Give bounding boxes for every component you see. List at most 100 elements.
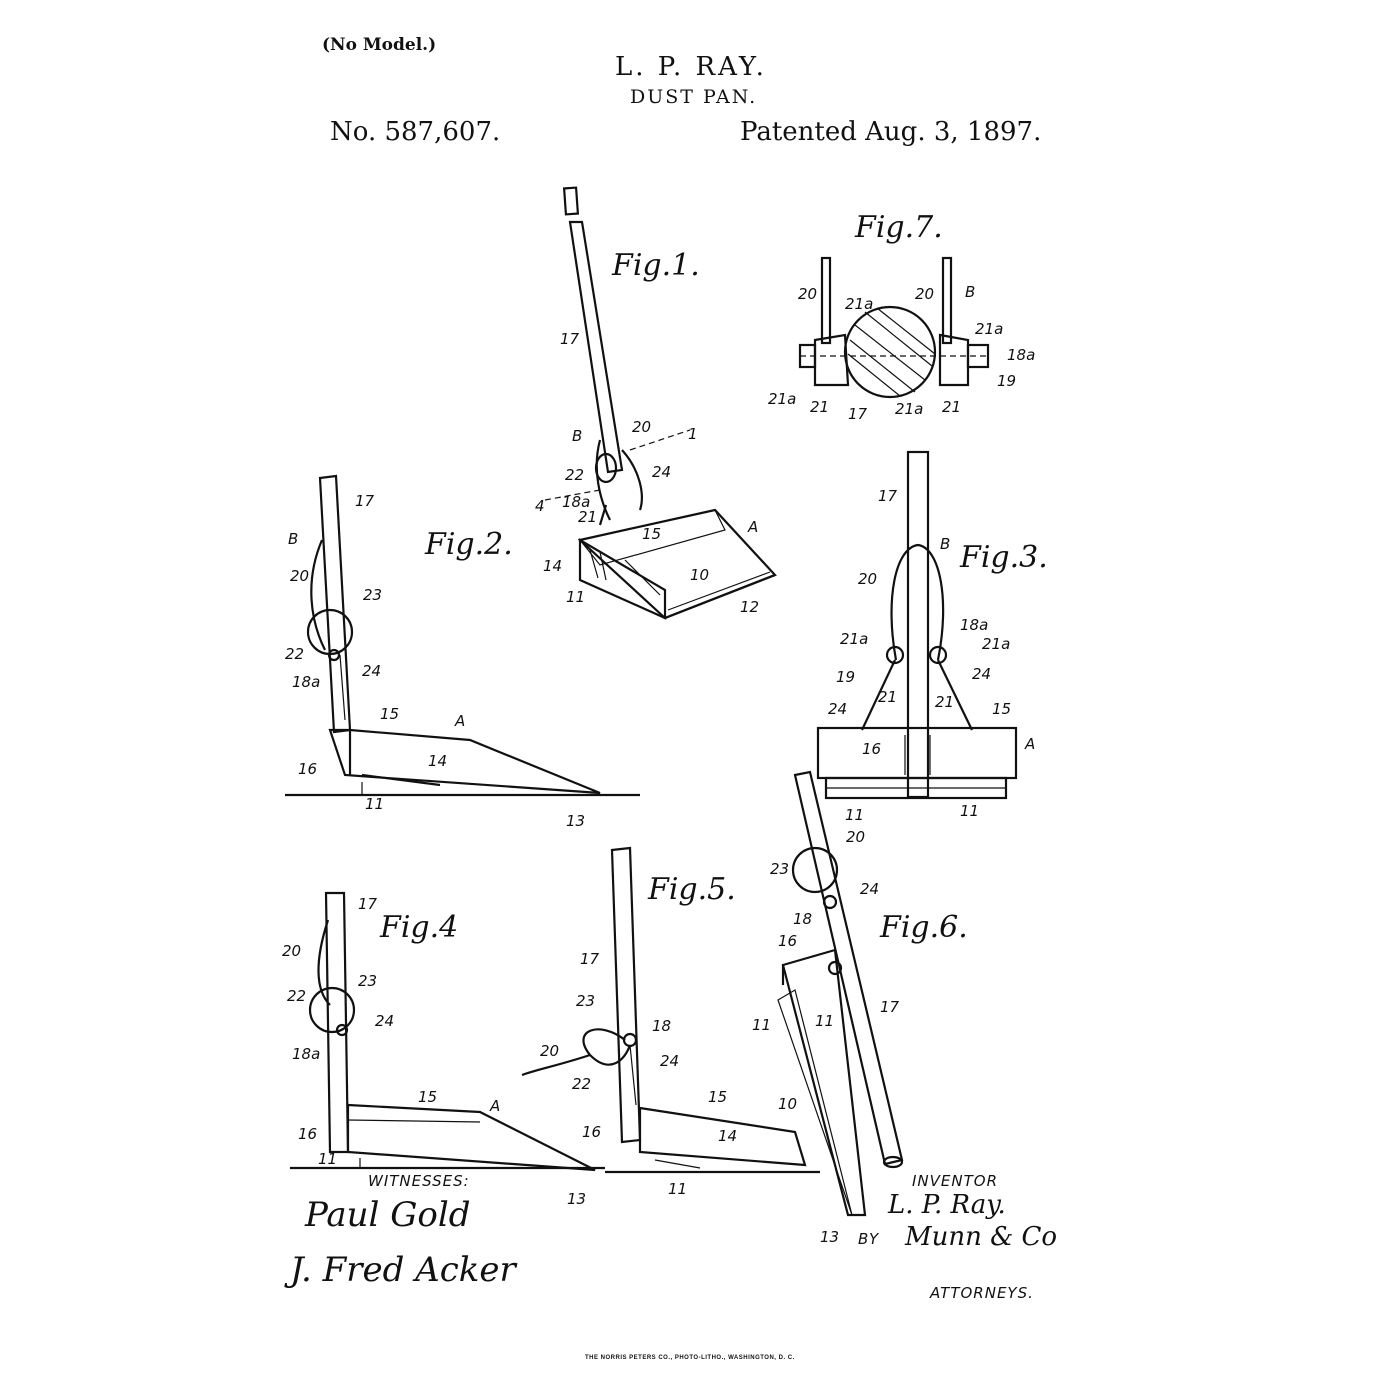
fig4-ref: 23: [358, 972, 378, 990]
fig4-ref: 11: [318, 1150, 338, 1168]
fig6-label: Fig.6.: [880, 910, 968, 945]
fig4-drawing: [290, 891, 605, 1172]
fig6-ref: 18: [793, 910, 813, 928]
fig6-ref: 13: [820, 1228, 840, 1246]
fig5-ref: 22: [572, 1075, 592, 1093]
fig2-ref: 11: [365, 795, 385, 813]
fig4-ref: 15: [418, 1088, 438, 1106]
fig4-ref: 20: [282, 942, 302, 960]
fig6-ref: 20: [846, 828, 866, 846]
fig3-ref: 21: [935, 693, 955, 711]
fig6-drawing: [777, 770, 904, 1217]
fig6-ref: 11: [752, 1016, 772, 1034]
fig7-ref: 19: [997, 372, 1017, 390]
fig4-ref: 18a: [292, 1045, 321, 1063]
fig5-ref: 16: [582, 1123, 602, 1141]
fig3-ref: 16: [862, 740, 882, 758]
fig1-ref: 14: [543, 557, 563, 575]
fig1-ref: A: [748, 518, 759, 536]
fig1-ref: 20: [632, 418, 652, 436]
fig3-ref: 11: [845, 806, 865, 824]
fig7-ref: 21a: [768, 390, 797, 408]
witnesses-label: WITNESSES:: [368, 1172, 470, 1190]
fig5-ref: 24: [660, 1052, 680, 1070]
fig1-ref: 4: [535, 497, 545, 515]
fig2-ref: 17: [355, 492, 375, 510]
model-note: (No Model.): [322, 35, 437, 55]
fig6-ref: 16: [778, 932, 798, 950]
fig7-ref: 20: [798, 285, 818, 303]
invention-title: DUST PAN.: [630, 86, 758, 108]
fig3-ref: 21a: [840, 630, 869, 648]
fig5-ref: 23: [576, 992, 596, 1010]
fig6-ref: 10: [778, 1095, 798, 1113]
fig4-ref: A: [490, 1097, 501, 1115]
fig7-ref: 21: [942, 398, 962, 416]
fig2-ref: 16: [298, 760, 318, 778]
fig7-drawing: [798, 256, 990, 399]
fig7-label: Fig.7.: [855, 210, 943, 245]
fig1-ref: 11: [566, 588, 586, 606]
fig6-ref: 24: [860, 880, 880, 898]
fig4-ref: 24: [375, 1012, 395, 1030]
fig4-ref: 22: [287, 987, 307, 1005]
fig2-ref: 14: [428, 752, 448, 770]
fig1-ref: 21: [578, 508, 598, 526]
fig2-label: Fig.2.: [425, 527, 513, 562]
fig2-ref: 22: [285, 645, 305, 663]
fig1-ref: 15: [642, 525, 662, 543]
fig3-ref: 11: [960, 802, 980, 820]
fig3-ref: 15: [992, 700, 1012, 718]
fig1-ref: 18a: [562, 493, 591, 511]
fig2-ref: 24: [362, 662, 382, 680]
witness-signature-2: J. Fred Acker: [290, 1250, 516, 1290]
fig7-ref: 21: [810, 398, 830, 416]
fig3-drawing: [816, 450, 1018, 800]
printer-imprint: THE NORRIS PETERS CO., PHOTO-LITHO., WAS…: [585, 1355, 795, 1361]
fig3-ref: 20: [858, 570, 878, 588]
fig7-ref: 18a: [1007, 346, 1036, 364]
fig2-ref: 13: [566, 812, 586, 830]
fig3-ref: 18a: [960, 616, 989, 634]
fig2-drawing: [285, 474, 640, 797]
fig3-ref: 21a: [982, 635, 1011, 653]
fig3-ref: 24: [972, 665, 992, 683]
fig3-ref: 21: [878, 688, 898, 706]
inventor-signature: L. P. Ray.: [888, 1190, 1006, 1220]
fig1-ref: 24: [652, 463, 672, 481]
fig3-ref: B: [940, 535, 951, 553]
fig7-ref: 17: [848, 405, 868, 423]
witness-signature-1: Paul Gold: [305, 1195, 471, 1235]
fig4-ref: 16: [298, 1125, 318, 1143]
fig1-drawing: [544, 186, 777, 620]
fig1-ref: 1: [688, 425, 698, 443]
fig1-ref: 12: [740, 598, 760, 616]
inventor-name: L. P. RAY.: [615, 52, 767, 82]
fig6-ref: 11: [815, 1012, 835, 1030]
fig7-ref: 21a: [845, 295, 874, 313]
fig6-ref: 17: [880, 998, 900, 1016]
fig5-ref: 11: [668, 1180, 688, 1198]
fig3-label: Fig.3.: [960, 540, 1048, 575]
fig2-ref: 15: [380, 705, 400, 723]
fig1-label: Fig.1.: [612, 248, 700, 283]
fig5-ref: 20: [540, 1042, 560, 1060]
attorneys-label: ATTORNEYS.: [930, 1284, 1034, 1302]
fig5-ref: 18: [652, 1017, 672, 1035]
fig3-ref: 17: [878, 487, 898, 505]
fig3-ref: 24: [828, 700, 848, 718]
fig7-ref: B: [965, 283, 976, 301]
inventor-label: INVENTOR: [912, 1172, 998, 1190]
fig5-label: Fig.5.: [648, 872, 736, 907]
fig5-drawing: [521, 846, 820, 1174]
fig1-ref: 17: [560, 330, 580, 348]
attorney-signature: Munn & Co: [905, 1222, 1058, 1252]
fig2-ref: 18a: [292, 673, 321, 691]
fig3-ref: 19: [836, 668, 856, 686]
fig1-ref: 22: [565, 466, 585, 484]
fig7-ref: 21a: [975, 320, 1004, 338]
fig1-ref: B: [572, 427, 583, 445]
patent-number: No. 587,607.: [330, 117, 501, 147]
